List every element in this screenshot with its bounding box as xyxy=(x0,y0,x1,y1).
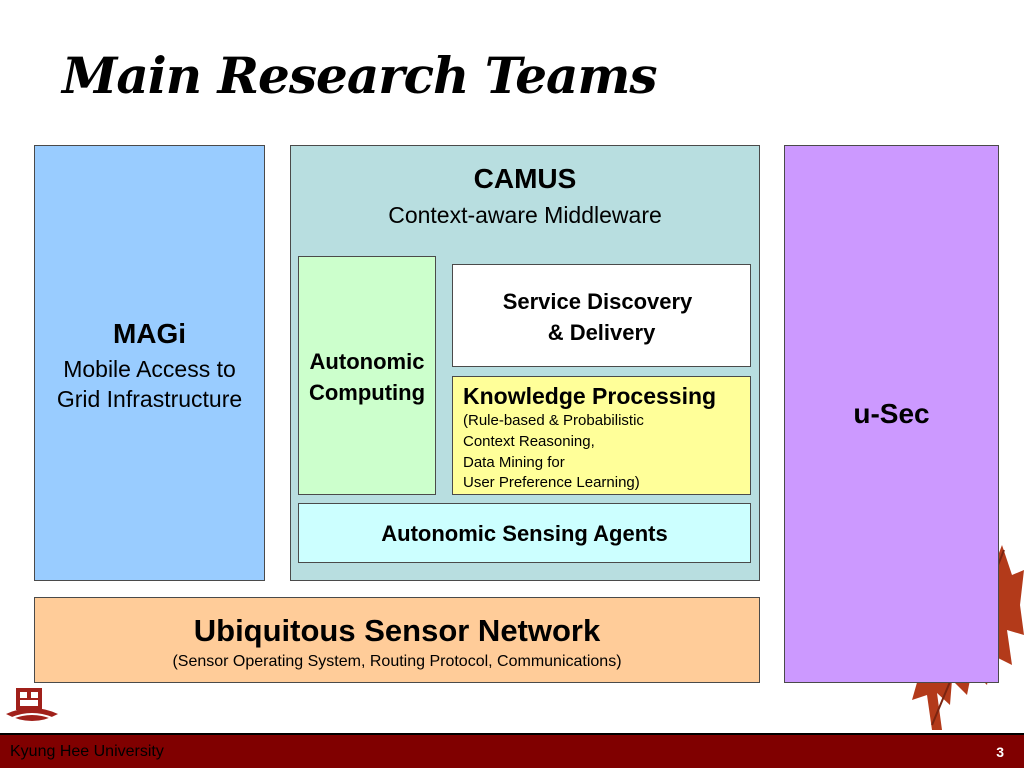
autonomic-computing-box: Autonomic Computing xyxy=(298,256,436,495)
autonomic-line2: Computing xyxy=(308,380,426,405)
footer-bar: Kyung Hee University 3 xyxy=(0,733,1024,768)
usn-name: Ubiquitous Sensor Network xyxy=(193,613,601,648)
knowledge-title: Knowledge Processing xyxy=(463,383,717,409)
service-line2: & Delivery xyxy=(547,320,656,345)
university-logo-icon xyxy=(6,688,58,721)
magi-name: MAGi xyxy=(112,318,187,349)
knowledge-processing-box: Knowledge Processing (Rule-based & Proba… xyxy=(452,376,751,495)
magi-desc-line1: Mobile Access to xyxy=(63,356,236,382)
usn-team-box: Ubiquitous Sensor Network (Sensor Operat… xyxy=(34,597,760,683)
knowledge-detail-line: Context Reasoning, xyxy=(463,433,595,450)
service-line1: Service Discovery xyxy=(502,289,693,314)
magi-desc-line2: Grid Infrastructure xyxy=(56,386,243,412)
slide-title: Main Research Teams xyxy=(62,46,658,105)
autonomic-line1: Autonomic xyxy=(309,349,425,374)
camus-subtitle: Context-aware Middleware xyxy=(388,202,662,228)
usec-name: u-Sec xyxy=(853,398,930,429)
autonomic-sensing-agents-box: Autonomic Sensing Agents xyxy=(298,503,751,563)
camus-name: CAMUS xyxy=(473,163,577,194)
page-number: 3 xyxy=(996,744,1004,760)
magi-team-box: MAGi Mobile Access to Grid Infrastructur… xyxy=(34,145,265,581)
sensing-label: Autonomic Sensing Agents xyxy=(381,521,668,546)
usec-team-box: u-Sec xyxy=(784,145,999,683)
university-name: Kyung Hee University xyxy=(10,743,164,760)
knowledge-detail-line: User Preference Learning) xyxy=(463,474,640,491)
knowledge-detail-line: (Rule-based & Probabilistic xyxy=(463,412,644,429)
usn-detail: (Sensor Operating System, Routing Protoc… xyxy=(172,653,622,670)
knowledge-detail-line: Data Mining for xyxy=(463,454,565,471)
service-discovery-box: Service Discovery & Delivery xyxy=(452,264,751,367)
